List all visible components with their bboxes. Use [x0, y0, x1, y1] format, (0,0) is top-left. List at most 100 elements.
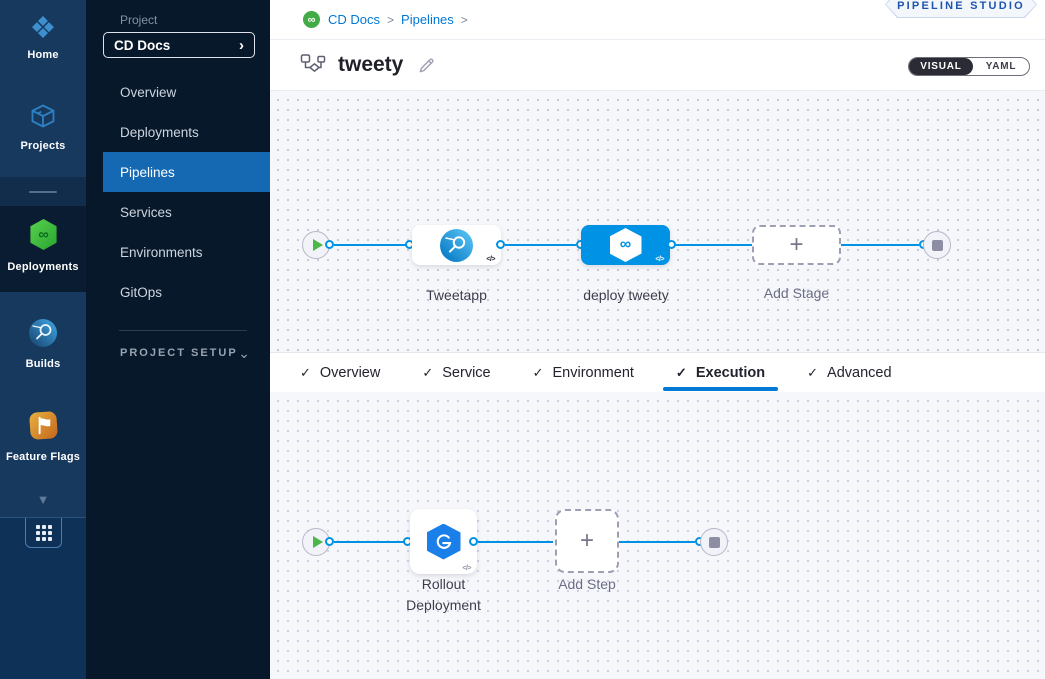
- add-stage-button[interactable]: +: [752, 225, 841, 265]
- sidebar-item-pipelines[interactable]: Pipelines: [103, 152, 270, 192]
- rail-item-home[interactable]: ❖ Home: [0, 14, 86, 62]
- stage-node-tweetapp[interactable]: </>: [412, 225, 501, 265]
- check-icon: ✓: [300, 364, 311, 380]
- sidebar-item-overview[interactable]: Overview: [86, 72, 270, 112]
- project-label: Project: [120, 13, 158, 27]
- infinity-glyph: ∞: [307, 13, 316, 26]
- stage-label-deploy-tweety[interactable]: deploy tweety: [583, 287, 669, 303]
- edge-connector: [334, 244, 406, 246]
- pipeline-studio-badge-label: PIPELINE STUDIO: [897, 0, 1025, 12]
- edge-connector: [619, 541, 695, 543]
- tab-advanced[interactable]: ✓ Advanced: [807, 365, 891, 381]
- add-step-button[interactable]: +: [555, 509, 619, 573]
- add-stage-label[interactable]: Add Stage: [763, 285, 830, 301]
- sidebar-item-deployments[interactable]: Deployments: [86, 112, 270, 152]
- tab-execution[interactable]: ✓ Execution: [662, 364, 779, 391]
- rail-collapse-button[interactable]: ▼: [0, 492, 86, 507]
- stop-icon: [708, 536, 720, 548]
- tab-environment[interactable]: ✓ Environment: [533, 365, 634, 381]
- project-setup-toggle[interactable]: PROJECT SETUP ⌄: [120, 345, 250, 361]
- edge-connector: [675, 244, 752, 246]
- tab-overview[interactable]: ✓ Overview: [300, 365, 380, 381]
- rail-bottom-divider: [0, 517, 86, 518]
- module-rail: ❖ Home Projects ∞ Deployments: [0, 0, 86, 679]
- code-badge: </>: [655, 256, 664, 263]
- rail-item-feature-flags[interactable]: Feature Flags: [0, 410, 86, 463]
- edge-connector: [505, 244, 576, 246]
- build-stage-icon: [440, 228, 473, 262]
- rail-item-deployments[interactable]: ∞ Deployments: [0, 218, 86, 273]
- chevron-down-icon: ⌄: [238, 345, 250, 361]
- project-sidebar: Project CD Docs › Overview Deployments P…: [86, 0, 270, 679]
- link-point[interactable]: [325, 240, 334, 249]
- stage-node-deploy-tweety[interactable]: ∞ </>: [581, 225, 670, 265]
- stage-label-tweetapp[interactable]: Tweetapp: [426, 287, 487, 303]
- app-launcher-button[interactable]: [25, 518, 62, 548]
- plus-icon: +: [789, 231, 804, 258]
- pipeline-graph-icon: [300, 53, 326, 77]
- check-icon: ✓: [532, 364, 544, 380]
- rail-item-projects[interactable]: Projects: [0, 102, 86, 152]
- link-point[interactable]: [469, 537, 478, 546]
- tab-label: Execution: [695, 364, 766, 381]
- sidebar-divider: [119, 330, 247, 331]
- sidebar-item-services[interactable]: Services: [86, 192, 270, 232]
- tab-service[interactable]: ✓ Service: [422, 365, 490, 381]
- tab-label: Advanced: [827, 364, 892, 381]
- rail-item-label: Feature Flags: [5, 451, 81, 463]
- link-point[interactable]: [667, 240, 676, 249]
- edge-connector: [334, 541, 404, 543]
- execution-end-node[interactable]: [700, 528, 728, 556]
- rollout-deployment-icon: [426, 523, 461, 560]
- toggle-visual[interactable]: VISUAL: [909, 58, 973, 75]
- sidebar-item-label: Overview: [120, 84, 177, 100]
- breadcrumb-row: ∞ CD Docs > Pipelines > PIPELINE STUDIO: [270, 0, 1045, 40]
- deploy-stage-icon: ∞: [609, 228, 642, 262]
- sidebar-item-gitops[interactable]: GitOps: [86, 272, 270, 312]
- execution-canvas: </> + Rollout Deployment Add Step: [270, 392, 1045, 679]
- add-step-label[interactable]: Add Step: [558, 576, 616, 592]
- check-icon: ✓: [675, 364, 687, 380]
- svg-text:∞: ∞: [38, 227, 48, 243]
- sidebar-item-label: Environments: [120, 244, 203, 260]
- rail-item-label: Home: [27, 49, 59, 61]
- project-selector-value: CD Docs: [114, 37, 171, 53]
- check-icon: ✓: [807, 364, 819, 380]
- main-area: ∞ CD Docs > Pipelines > PIPELINE STUDIO …: [270, 0, 1045, 679]
- rail-item-label: Projects: [20, 140, 66, 152]
- triangle-down-icon: ▼: [36, 492, 50, 507]
- tab-label: Overview: [319, 364, 381, 381]
- stage-canvas: </> ∞ </> + Tweetapp deploy tweety Add S…: [270, 91, 1045, 352]
- step-label-rollout-deployment[interactable]: Rollout Deployment: [390, 574, 497, 616]
- pipeline-end-node[interactable]: [923, 231, 951, 259]
- breadcrumb-separator: >: [460, 12, 468, 27]
- breadcrumb-link-project[interactable]: CD Docs: [328, 12, 381, 27]
- cd-module-icon: ∞: [303, 11, 320, 28]
- breadcrumb-link-pipelines[interactable]: Pipelines: [401, 12, 454, 27]
- link-point[interactable]: [325, 537, 334, 546]
- sidebar-item-label: GitOps: [120, 284, 163, 300]
- pipeline-studio-badge: PIPELINE STUDIO: [885, 0, 1037, 18]
- rail-item-label: Builds: [25, 358, 61, 370]
- sidebar-item-label: Pipelines: [120, 164, 175, 180]
- play-icon: [312, 536, 323, 548]
- code-badge: </>: [486, 256, 495, 263]
- edge-connector: [841, 244, 919, 246]
- tab-label: Environment: [552, 364, 634, 381]
- edit-pencil-icon[interactable]: [417, 56, 436, 75]
- toggle-yaml[interactable]: YAML: [985, 61, 1017, 72]
- waffle-grid-icon: [35, 524, 52, 541]
- visual-yaml-toggle[interactable]: VISUAL YAML: [908, 57, 1030, 76]
- pipeline-name: tweety: [338, 53, 404, 76]
- rail-item-builds[interactable]: Builds: [0, 318, 86, 370]
- step-node-rollout-deployment[interactable]: </>: [410, 509, 477, 574]
- builds-icon: [28, 318, 58, 353]
- plus-icon: +: [579, 527, 594, 554]
- link-point[interactable]: [496, 240, 505, 249]
- sidebar-item-label: Deployments: [120, 124, 199, 140]
- step-label-line2: Deployment: [406, 597, 481, 613]
- sidebar-item-environments[interactable]: Environments: [86, 232, 270, 272]
- tab-label: Service: [442, 364, 491, 381]
- sidebar-nav: Overview Deployments Pipelines Services …: [86, 72, 270, 312]
- project-selector[interactable]: CD Docs ›: [103, 32, 255, 58]
